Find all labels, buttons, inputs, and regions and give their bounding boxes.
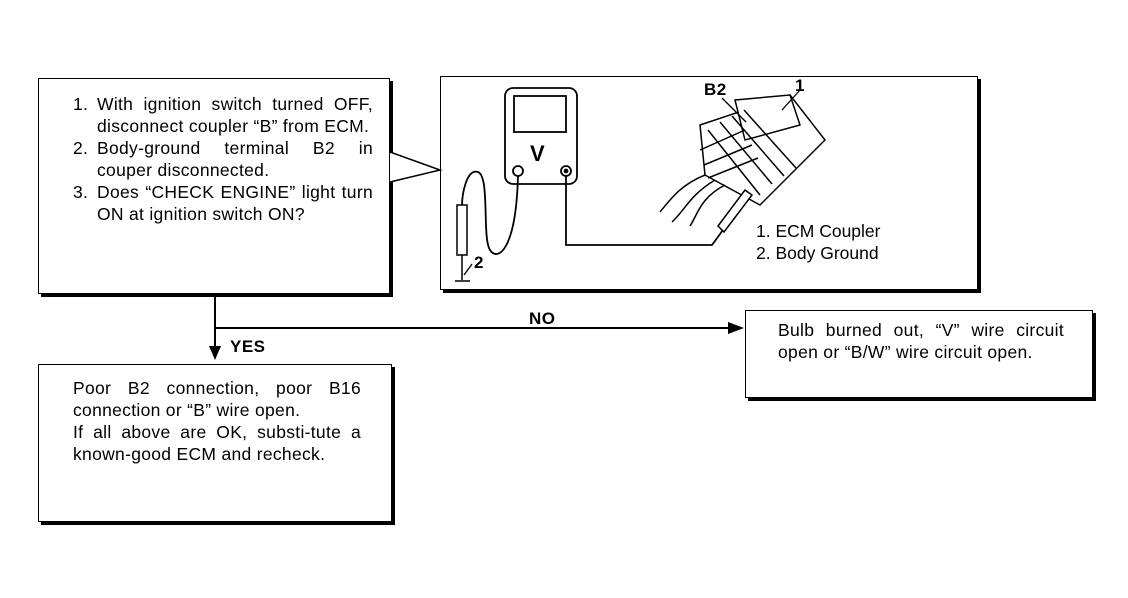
yes-result-text: Poor B2 connection, poor B16 connection … (73, 378, 361, 464)
step-number: 3. (73, 182, 89, 202)
callout-1: 1 (795, 76, 805, 95)
step-2: 2. Body-ground terminal B2 in couper dis… (73, 137, 373, 181)
no-result-box: Bulb burned out, “V” wire circuit open o… (745, 310, 1093, 398)
voltmeter-icon (504, 87, 578, 185)
yes-result-box: Poor B2 connection, poor B16 connection … (38, 364, 392, 522)
ground-probe-icon (455, 204, 470, 282)
ecm-coupler-icon (659, 94, 826, 234)
no-result-text: Bulb burned out, “V” wire circuit open o… (778, 320, 1064, 362)
steps-list: 1. With ignition switch turned OFF, disc… (73, 93, 373, 225)
step-3: 3. Does “CHECK ENGINE” light turn ON at … (73, 181, 373, 225)
no-branch-label: NO (529, 309, 556, 328)
step-text: Does “CHECK ENGINE” light turn ON at ign… (97, 182, 373, 224)
step-number: 2. (73, 138, 89, 158)
ground-callout-line (463, 263, 473, 276)
step-text: Body-ground terminal B2 in couper discon… (97, 138, 373, 180)
callout-pointer (389, 151, 443, 183)
b2-callout-line (721, 97, 747, 123)
procedure-steps-box: 1. With ignition switch turned OFF, disc… (38, 78, 390, 294)
step-1: 1. With ignition switch turned OFF, disc… (73, 93, 373, 137)
callout-b2: B2 (704, 80, 727, 99)
probe-leads (461, 171, 746, 255)
meter-symbol: V (530, 141, 546, 166)
step-number: 1. (73, 94, 89, 114)
legend-item-ecm-coupler: 1. ECM Coupler (756, 221, 881, 241)
no-arrow-head (728, 322, 744, 334)
yes-branch-label: YES (230, 337, 266, 356)
legend-item-body-ground: 2. Body Ground (756, 243, 879, 263)
coupler-callout-line (781, 89, 801, 111)
illustration-legend: 1. ECM Coupler 2. Body Ground (756, 220, 881, 264)
step-text: With ignition switch turned OFF, disconn… (97, 94, 373, 136)
callout-2: 2 (474, 253, 484, 272)
yes-arrow-head (209, 346, 221, 360)
